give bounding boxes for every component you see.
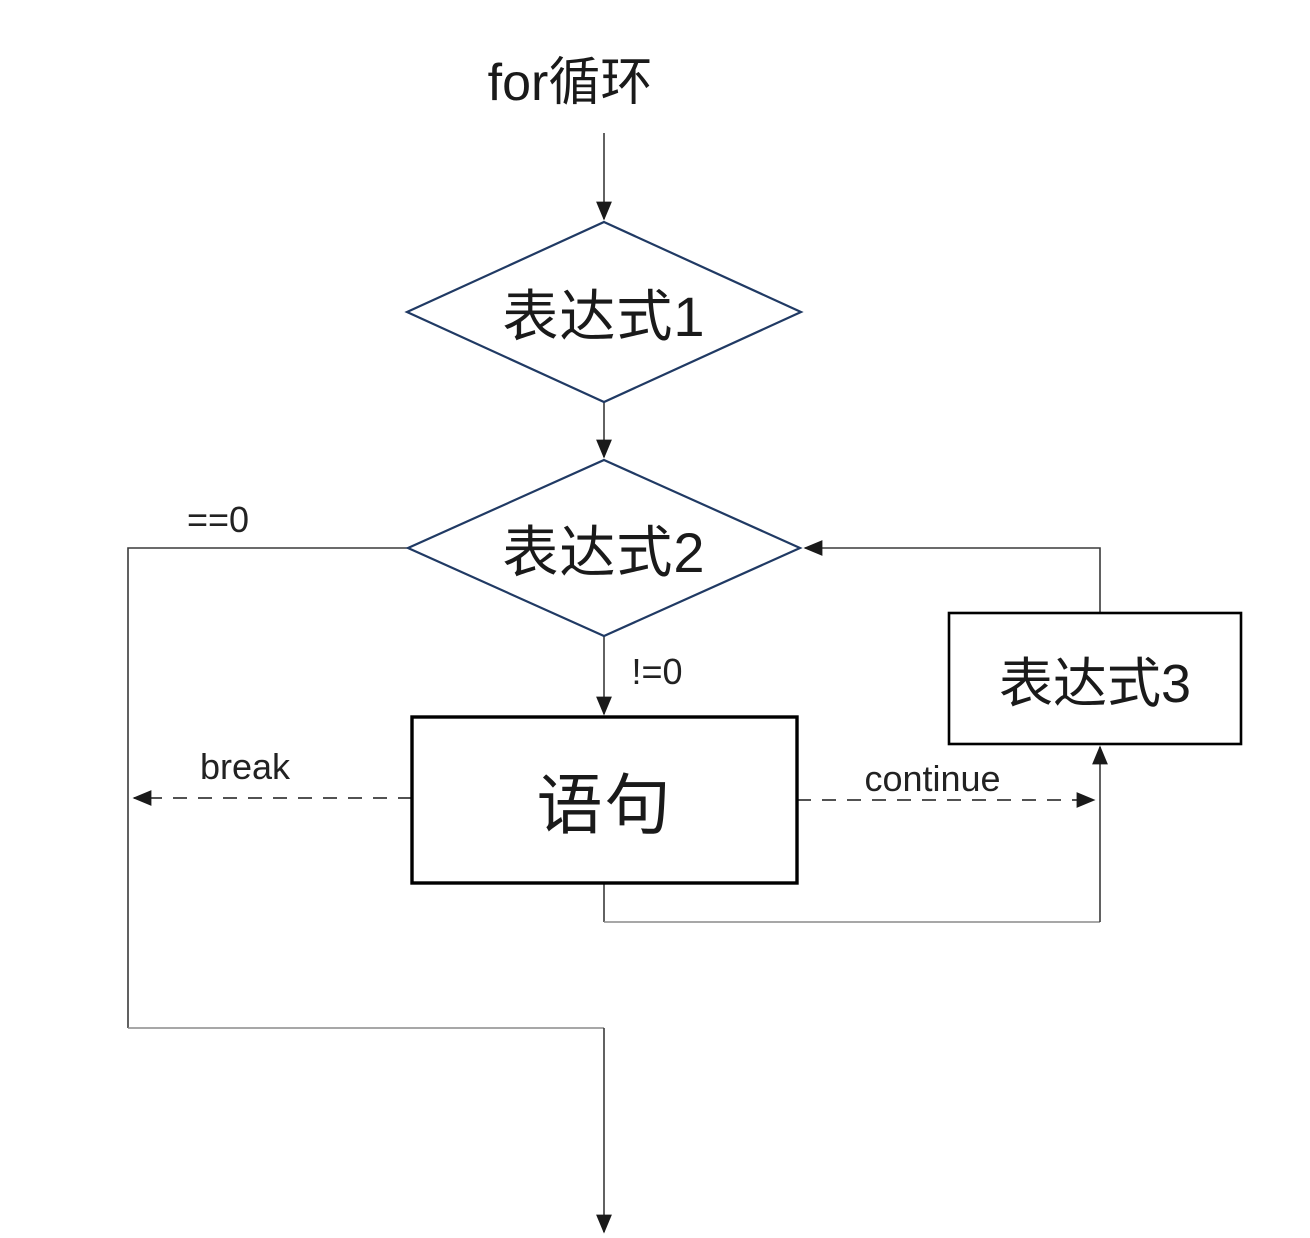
process-expr3-shape (947, 611, 1243, 746)
decision-expr2-label: 表达式2 (502, 520, 706, 584)
edge-label-eq-zero: ==0 (186, 499, 250, 540)
decision-expr1-shape (404, 220, 804, 404)
edge-eq-zero-path (127, 547, 408, 1028)
process-statement-shape (410, 715, 799, 885)
edge-label-continue: continue (864, 758, 1001, 799)
edge-label-ne-zero: !=0 (631, 651, 683, 692)
process-expr3-label: 表达式3 (998, 654, 1192, 714)
diagram-title: for循环 (487, 54, 653, 112)
edge-expr3-to-expr2 (803, 540, 1101, 613)
process-statement-label: 语句 (536, 768, 673, 842)
edge-label-break: break (199, 746, 291, 787)
decision-expr1-label: 表达式1 (502, 284, 706, 348)
decision-expr2-shape (405, 458, 803, 638)
